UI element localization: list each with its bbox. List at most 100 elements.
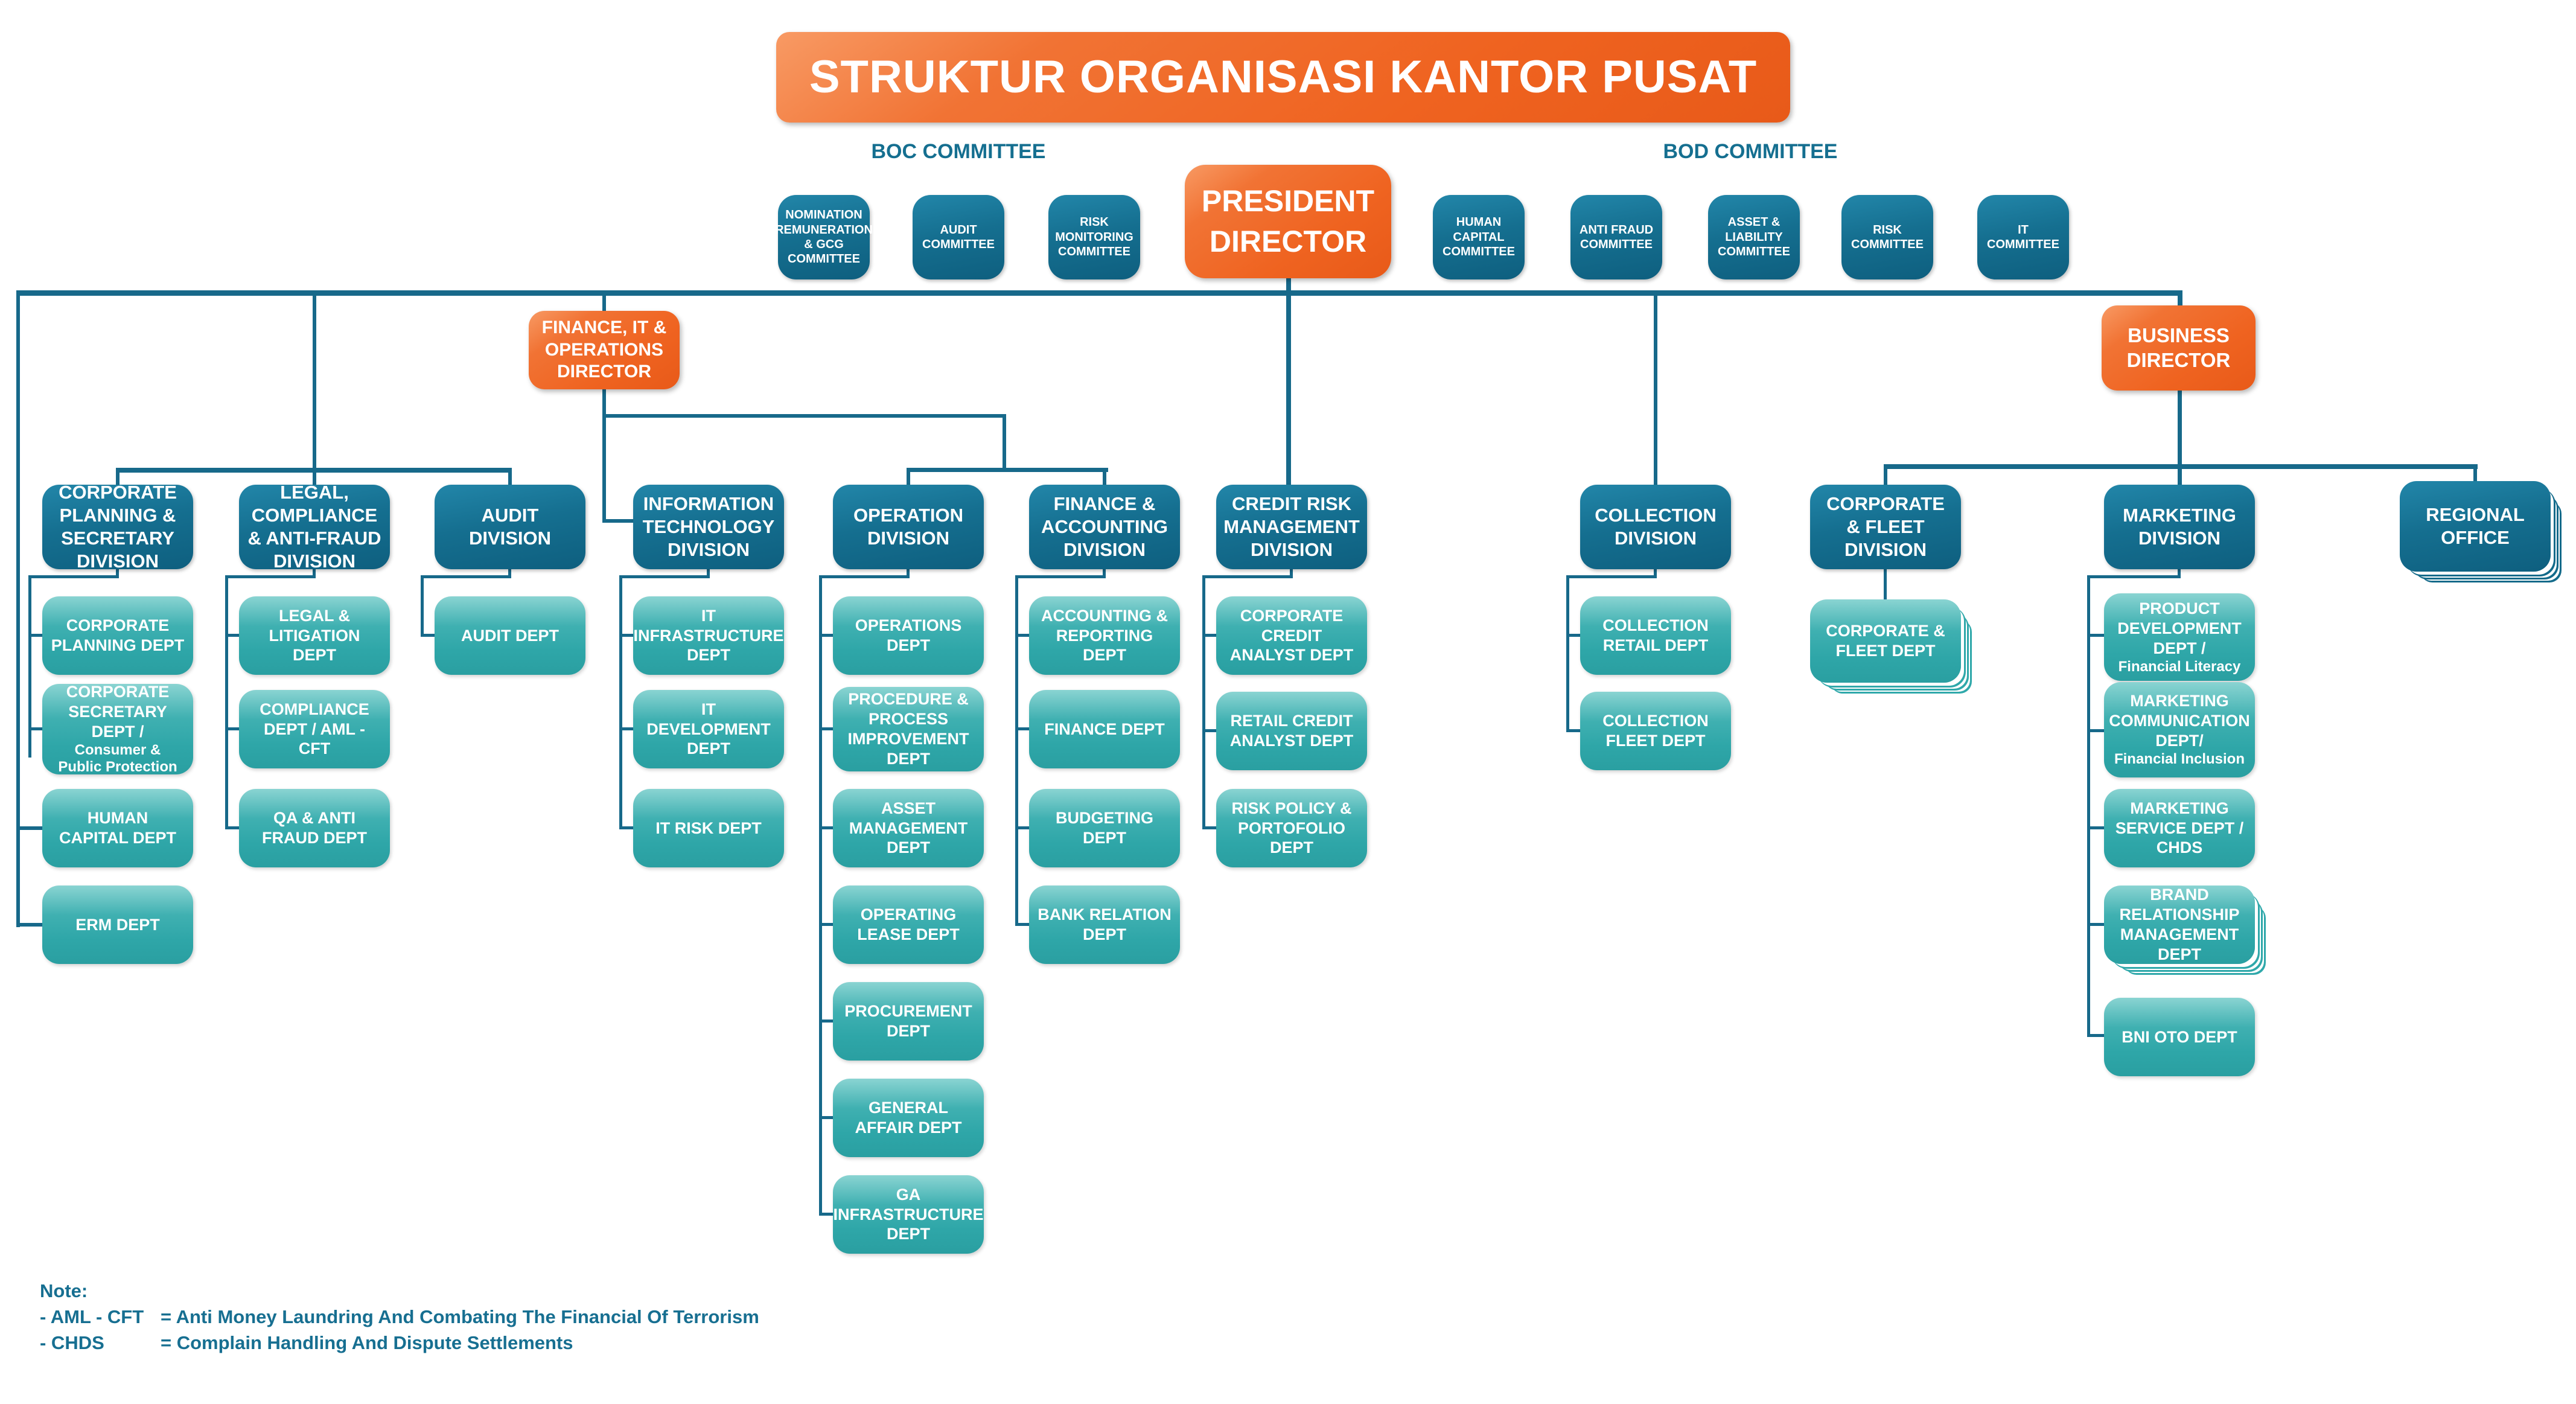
dept-label: HUMAN CAPITAL DEPT <box>59 809 176 847</box>
connector <box>819 1019 835 1023</box>
connector <box>313 471 316 486</box>
dept-label: CORPORATE & FLEET DEPT <box>1826 622 1945 660</box>
connector <box>1015 826 1031 829</box>
dept-label: MARKETING SERVICE DEPT / CHDS <box>2115 799 2244 857</box>
connector <box>819 1213 835 1216</box>
dept-corporate-secretary: CORPORATE SECRETARY DEPT / Consumer & Pu… <box>42 682 193 776</box>
director-label: BUSINESS DIRECTOR <box>2126 324 2231 371</box>
dept-label: QA & ANTI FRAUD DEPT <box>262 809 367 847</box>
connector <box>16 923 43 927</box>
connector <box>1286 275 1291 486</box>
dept-operations: OPERATIONS DEPT <box>833 596 984 675</box>
dept-label: OPERATING LEASE DEPT <box>857 905 960 943</box>
connector <box>907 468 1108 472</box>
committee-label: HUMAN CAPITAL COMMITTEE <box>1443 215 1515 259</box>
connector <box>1015 575 1106 578</box>
connector <box>819 575 910 578</box>
connector <box>2087 634 2105 637</box>
dept-retail-credit-analyst: RETAIL CREDIT ANALYST DEPT <box>1216 692 1367 770</box>
connector <box>907 568 910 578</box>
dept-operating-lease: OPERATING LEASE DEPT <box>833 885 984 964</box>
connector <box>1884 568 1887 599</box>
connector <box>225 575 228 829</box>
connector <box>2178 468 2182 486</box>
dept-label: CORPORATE PLANNING DEPT <box>51 616 185 654</box>
boc-committee-risk-monitoring: RISK MONITORING COMMITTEE <box>1048 195 1140 279</box>
connector <box>619 575 622 829</box>
dept-brand-relationship-management: BRAND RELATIONSHIP MANAGEMENT DEPT <box>2104 885 2255 964</box>
bod-committee-asset-liability: ASSET & LIABILITY COMMITTEE <box>1708 195 1800 279</box>
division-label: INFORMATION TECHNOLOGY DIVISION <box>642 493 775 560</box>
connector <box>1015 634 1031 637</box>
connector <box>1654 295 1657 486</box>
dept-label: PRODUCT DEVELOPMENT DEPT / <box>2117 599 2242 657</box>
committee-label: IT COMMITTEE <box>1987 223 2059 251</box>
connector <box>421 575 511 578</box>
connector <box>16 290 20 927</box>
division-corporate-planning-secretary: CORPORATE PLANNING & SECRETARY DIVISION <box>42 482 193 572</box>
connector <box>2087 923 2105 926</box>
connector <box>819 634 835 637</box>
note-line: - CHDS = Complain Handling And Dispute S… <box>40 1330 759 1356</box>
connector <box>116 468 512 473</box>
note-heading: Note: <box>40 1280 88 1301</box>
dept-label: COLLECTION FLEET DEPT <box>1602 712 1709 750</box>
connector <box>1566 575 1569 732</box>
dept-label: IT DEVELOPMENT DEPT <box>646 700 771 758</box>
connector <box>508 471 512 486</box>
dept-it-risk: IT RISK DEPT <box>633 789 784 867</box>
connector <box>602 295 606 312</box>
connector <box>225 634 241 637</box>
connector <box>2087 575 2181 578</box>
committee-label: RISK MONITORING COMMITTEE <box>1055 215 1133 259</box>
committee-label: RISK COMMITTEE <box>1851 223 1924 251</box>
dept-sublabel: Financial Literacy <box>2118 658 2241 675</box>
boc-committee-nomination-remuneration-gcg: NOMINATION REMUNERATION & GCG COMMITTEE <box>775 195 873 279</box>
bod-committee-it: IT COMMITTEE <box>1977 195 2069 279</box>
committee-label: ANTI FRAUD COMMITTEE <box>1579 223 1654 251</box>
division-operation: OPERATION DIVISION <box>833 485 984 569</box>
division-label: MARKETING DIVISION <box>2123 505 2236 549</box>
dept-human-capital: HUMAN CAPITAL DEPT <box>42 789 193 867</box>
dept-label: ACCOUNTING & REPORTING DEPT <box>1041 606 1168 665</box>
connector <box>116 568 119 578</box>
connector <box>1202 634 1218 637</box>
connector <box>602 414 1006 418</box>
connector <box>1884 468 1887 486</box>
dept-label: PROCEDURE & PROCESS IMPROVEMENT DEPT <box>847 690 969 768</box>
dept-corporate-credit-analyst: CORPORATE CREDIT ANALYST DEPT <box>1216 596 1367 675</box>
connector <box>508 568 511 578</box>
connector <box>1103 568 1106 578</box>
dept-risk-policy-portofolio: RISK POLICY & PORTOFOLIO DEPT <box>1216 789 1367 867</box>
dept-legal-litigation: LEGAL & LITIGATION DEPT <box>239 596 390 675</box>
dept-label: GENERAL AFFAIR DEPT <box>855 1099 962 1137</box>
connector <box>421 575 424 636</box>
dept-label: CORPORATE SECRETARY DEPT / <box>66 682 170 741</box>
connector <box>2087 1034 2105 1037</box>
dept-sublabel: Consumer & Public Protection <box>58 741 177 776</box>
committee-label: AUDIT COMMITTEE <box>922 223 995 251</box>
note-block: Note: - AML - CFT = Anti Money Laundring… <box>40 1278 759 1356</box>
connector <box>225 727 241 730</box>
connector <box>2178 568 2181 578</box>
division-regional-office: REGIONAL OFFICE <box>2400 481 2551 572</box>
dept-collection-fleet: COLLECTION FLEET DEPT <box>1580 692 1731 770</box>
division-label: COLLECTION DIVISION <box>1595 505 1717 549</box>
dept-asset-management: ASSET MANAGEMENT DEPT <box>833 789 984 867</box>
note-term: - AML - CFT <box>40 1306 144 1327</box>
boc-committee-label: BOC COMMITTEE <box>871 140 1046 163</box>
director-label: FINANCE, IT & OPERATIONS DIRECTOR <box>541 317 667 382</box>
connector <box>1103 471 1106 486</box>
division-corporate-fleet: CORPORATE & FLEET DIVISION <box>1810 485 1961 569</box>
dept-label: GA INFRASTRUCTURE DEPT <box>833 1185 984 1243</box>
dept-label: ERM DEPT <box>75 915 160 934</box>
committee-label: ASSET & LIABILITY COMMITTEE <box>1718 215 1790 259</box>
connector <box>619 727 635 730</box>
dept-general-affair: GENERAL AFFAIR DEPT <box>833 1079 984 1157</box>
dept-label: IT INFRASTRUCTURE DEPT <box>633 606 784 665</box>
dept-corporate-planning: CORPORATE PLANNING DEPT <box>42 596 193 675</box>
connector <box>1566 634 1582 637</box>
division-label: FINANCE & ACCOUNTING DIVISION <box>1041 493 1168 560</box>
bod-committee-label: BOD COMMITTEE <box>1663 140 1838 163</box>
